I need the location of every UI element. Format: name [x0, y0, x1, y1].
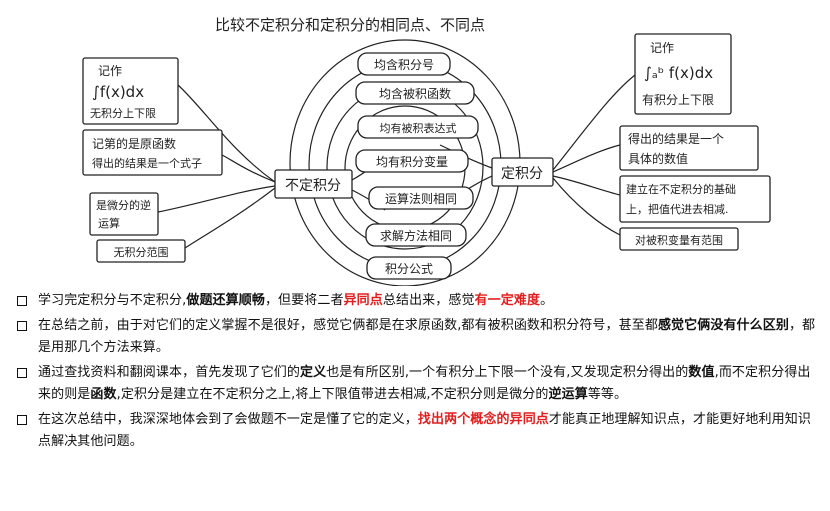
svg-text:记第的是原函数: 记第的是原函数: [92, 136, 176, 151]
text-segment: 。: [540, 293, 554, 308]
common-item: 均含积分号: [357, 52, 451, 76]
svg-text:均有被积表达式: 均有被积表达式: [380, 121, 457, 135]
svg-text:对被积变量有范围: 对被积变量有范围: [635, 233, 723, 247]
node-definite-integral: 定积分: [491, 157, 554, 187]
svg-text:具体的数值: 具体的数值: [628, 151, 688, 166]
right-range-box: 对被积变量有范围: [619, 227, 739, 251]
checkbox-icon: [17, 368, 27, 378]
svg-text:均含被积函数: 均含被积函数: [379, 86, 451, 101]
summary-text: 学习完定积分与不定积分,做题还算顺畅，但要将二者异同点总结出来，感觉有一定难度。: [38, 293, 553, 308]
right-result-box: 得出的结果是一个 具体的数值: [619, 125, 759, 171]
svg-text:记作: 记作: [98, 64, 122, 78]
text-segment: 等等。: [587, 387, 628, 402]
svg-text:均含积分号: 均含积分号: [374, 57, 434, 72]
text-segment: 通过查找资料和翻阅课本，首先发现了它们的: [38, 365, 301, 380]
mind-map-diagram: 比较不定积分和定积分的相同点、不同点 不定积分 定积分 均含积分号: [82, 16, 771, 286]
common-item: 均有被积表达式: [357, 115, 479, 139]
right-basis-box: 建立在不定积分的基础 上，把值代进去相减.: [619, 175, 771, 223]
text-segment: 也是有所区别,一个有积分上下限一个没有,又发现定积分得出的: [326, 365, 689, 380]
text-segment: 学习完定积分与不定积分,: [38, 293, 187, 308]
checkbox-icon: [17, 321, 27, 331]
summary-item: 在这次总结中，我深深地体会到了会做题不一定是懂了它的定义，找出两个概念的异同点才…: [14, 409, 820, 453]
svg-text:建立在不定积分的基础: 建立在不定积分的基础: [626, 182, 736, 196]
common-item: 均含被积函数: [355, 81, 475, 105]
bold-text: 做题还算顺畅: [186, 293, 265, 308]
right-notation-box: 记作 ∫ₐᵇ f(x)dx 有积分上下限: [634, 33, 732, 115]
bold-text: 函数: [90, 387, 117, 402]
common-item: 运算法则相同: [368, 186, 474, 210]
checkbox-icon: [17, 296, 27, 306]
svg-text:记作: 记作: [650, 41, 674, 55]
summary-text: 通过查找资料和翻阅课本，首先发现了它们的定义也是有所区别,一个有积分上下限一个没…: [38, 365, 811, 402]
svg-text:定积分: 定积分: [501, 166, 543, 182]
bold-text: 数值: [688, 365, 715, 380]
highlight-text: 有一定难度: [474, 293, 541, 308]
left-result-box: 记第的是原函数 得出的结果是一个式子: [82, 129, 223, 176]
highlight-text: 异同点: [343, 293, 383, 308]
summary-item: 在总结之前，由于对它们的定义掌握不是很好，感觉它俩都是在求原函数,都有被积函数和…: [14, 315, 820, 359]
bold-text: 感觉它俩没有什么区别: [657, 318, 789, 333]
svg-text:是微分的逆: 是微分的逆: [96, 198, 151, 212]
summary-item: 学习完定积分与不定积分,做题还算顺畅，但要将二者异同点总结出来，感觉有一定难度。: [14, 290, 820, 312]
text-segment: ,而不定积分得出来的则是: [38, 365, 811, 402]
svg-text:上，把值代进去相减.: 上，把值代进去相减.: [626, 202, 729, 216]
svg-text:不定积分: 不定积分: [285, 178, 341, 194]
summary-text: 在这次总结中，我深深地体会到了会做题不一定是懂了它的定义，找出两个概念的异同点才…: [38, 412, 811, 449]
left-inverse-box: 是微分的逆 运算: [89, 192, 159, 236]
svg-text:∫ₐᵇ f(x)dx: ∫ₐᵇ f(x)dx: [644, 64, 713, 82]
svg-text:运算: 运算: [98, 216, 120, 230]
checkbox-icon: [17, 415, 27, 425]
text-segment: ,定积分是建立在不定积分之上,将上下限值带进去相减,不定积分则是微分的: [116, 387, 549, 402]
svg-text:无积分上下限: 无积分上下限: [90, 107, 156, 120]
bold-text: 定义: [300, 365, 327, 380]
svg-text:均有积分变量: 均有积分变量: [376, 154, 448, 169]
node-indefinite-integral: 不定积分: [274, 169, 353, 199]
svg-text:求解方法相同: 求解方法相同: [380, 228, 452, 243]
summary-text: 在总结之前，由于对它们的定义掌握不是很好，感觉它俩都是在求原函数,都有被积函数和…: [38, 318, 815, 355]
svg-text:积分公式: 积分公式: [385, 262, 433, 276]
common-item: 均有积分变量: [355, 149, 469, 173]
bold-text: 逆运算: [548, 387, 588, 402]
text-segment: 才能真正地理解知识点，才能更好地利用知识点解决其他问题。: [38, 412, 811, 449]
left-range-box: 无积分范围: [96, 239, 186, 263]
svg-text:运算法则相同: 运算法则相同: [385, 191, 457, 206]
left-notation-box: 记作 ∫f(x)dx 无积分上下限: [82, 57, 179, 125]
summary-item: 通过查找资料和翻阅课本，首先发现了它们的定义也是有所区别,一个有积分上下限一个没…: [14, 362, 820, 406]
text-segment: 在总结之前，由于对它们的定义掌握不是很好，感觉它俩都是在求原函数,都有被积函数和…: [38, 318, 658, 333]
common-item: 求解方法相同: [365, 223, 467, 247]
svg-text:得出的结果是一个: 得出的结果是一个: [628, 131, 724, 146]
text-segment: 总结出来，感觉: [382, 293, 475, 308]
summary-list: 学习完定积分与不定积分,做题还算顺畅，但要将二者异同点总结出来，感觉有一定难度。…: [14, 290, 820, 456]
text-segment: ，但要将二者: [264, 293, 344, 308]
svg-text:有积分上下限: 有积分上下限: [642, 93, 714, 107]
diagram-title: 比较不定积分和定积分的相同点、不同点: [215, 16, 485, 34]
common-properties: 均含积分号 均含被积函数 均有被积表达式 均有积分变量 运算法则相同 求解方法相…: [355, 52, 479, 280]
svg-text:∫f(x)dx: ∫f(x)dx: [92, 83, 144, 101]
text-segment: ，都是用那几个方法来算。: [38, 318, 816, 355]
text-segment: 在这次总结中，我深深地体会到了会做题不一定是懂了它的定义，: [38, 412, 418, 427]
svg-text:得出的结果是一个式子: 得出的结果是一个式子: [92, 156, 202, 170]
highlight-text: 找出两个概念的异同点: [417, 412, 549, 427]
svg-text:无积分范围: 无积分范围: [114, 245, 169, 259]
common-item: 积分公式: [366, 256, 452, 280]
